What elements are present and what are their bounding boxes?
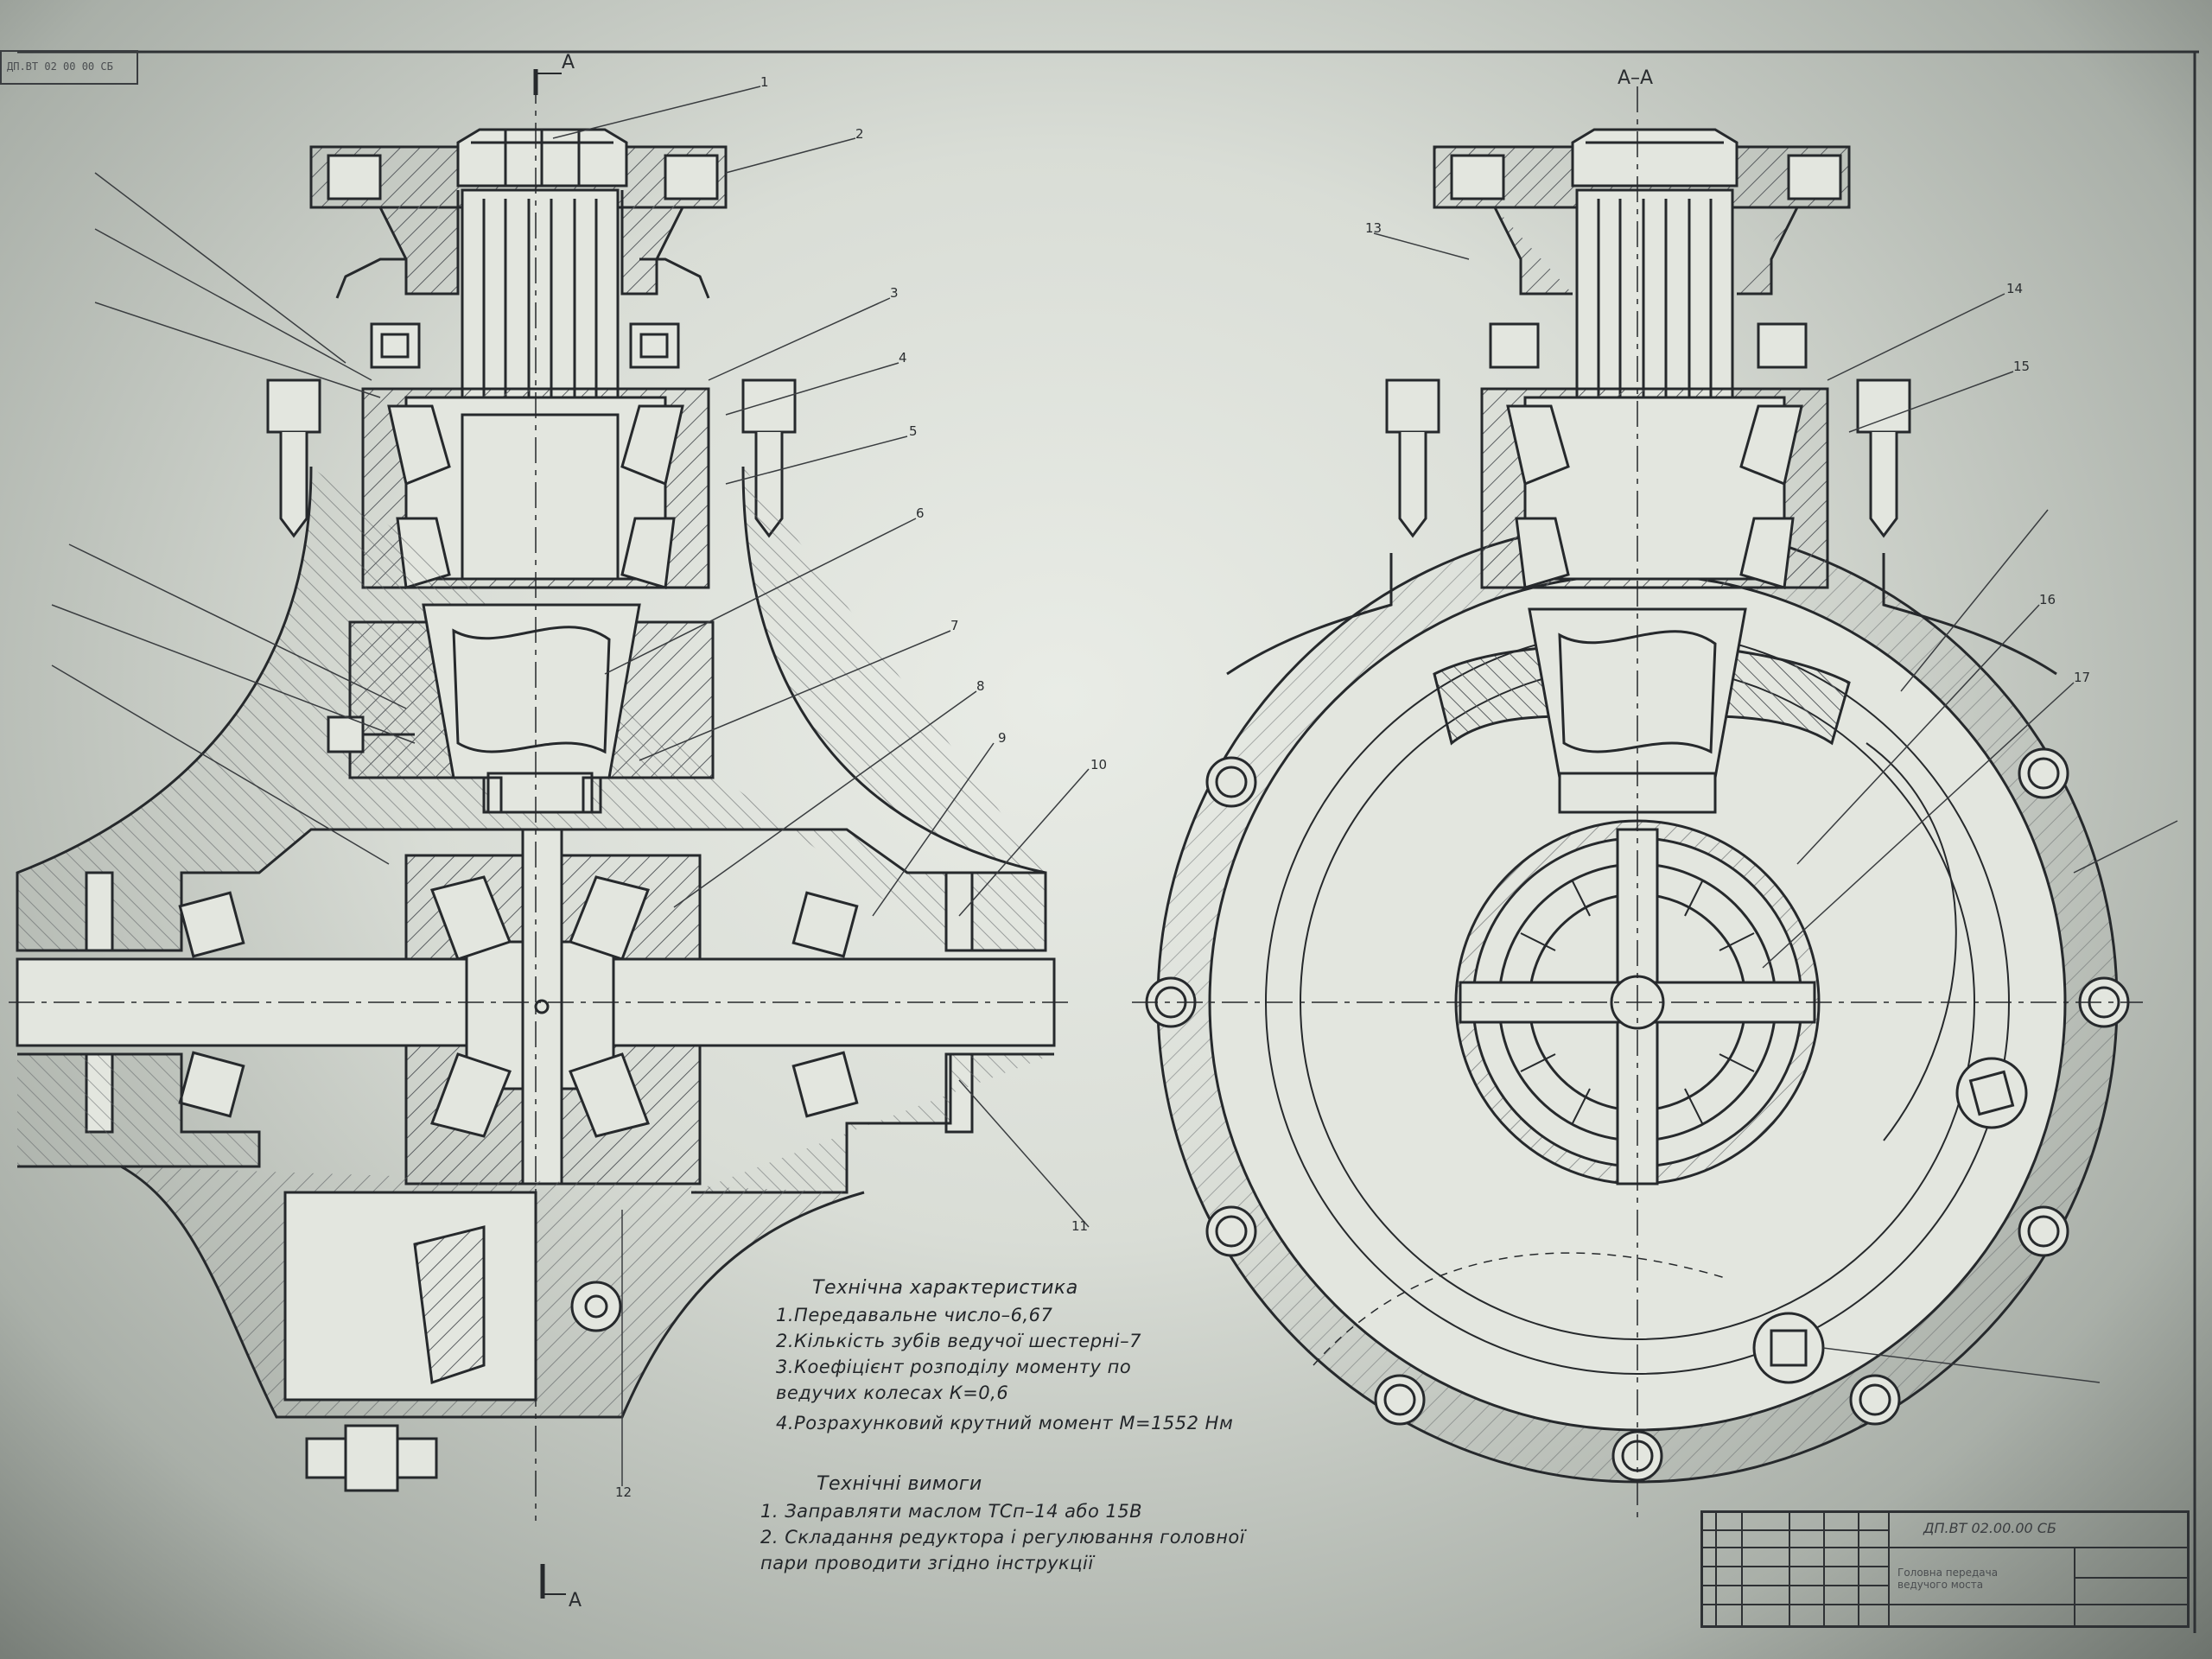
requirement-line-2: 2. Складання редуктора і регулювання гол… [760,1527,1246,1548]
flange-bolt-holes [1145,747,2130,1482]
callout-10: 10 [1090,757,1108,772]
spec-line-3: 3.Коефіцієнт розподілу моменту по [776,1357,1132,1377]
callout-11: 11 [1071,1218,1089,1234]
callout-6: 6 [916,505,925,521]
callout-16: 16 [2039,592,2056,607]
requirement-line-3: пари проводити згідно інструкції [760,1553,1094,1573]
cross-pin [521,828,563,1185]
callout-1: 1 [760,74,769,90]
title-block-grid [1703,1513,2187,1625]
callout-5: 5 [909,423,918,439]
title-block: ДП.ВТ 02.00.00 СБ Головна передача ведуч… [1700,1510,2190,1628]
title-block-code: ДП.ВТ 02.00.00 СБ [1923,1520,2056,1536]
section-mark-top: A [562,52,575,73]
spec-line-2: 2.Кількість зубів ведучої шестерні–7 [776,1331,1141,1351]
requirement-line-1: 1. Заправляти маслом ТСп–14 або 15В [760,1501,1143,1522]
left-section-view [9,69,1071,1599]
right-view-a-a [1132,86,2143,1521]
callout-14: 14 [2006,281,2024,296]
callout-7: 7 [950,618,959,633]
section-mark-bottom: A [569,1590,582,1611]
callout-8: 8 [976,678,985,694]
spec-line-5: 4.Розрахунковий крутний момент М=1552 Нм [776,1413,1234,1433]
callout-13: 13 [1365,220,1382,236]
view-title: A–A [1618,67,1654,89]
specs-heading: Технічна характеристика [812,1277,1078,1299]
drain-plug [570,1281,622,1332]
title-block-name: Головна передача ведучого моста [1897,1567,1999,1591]
spec-line-1: 1.Передавальне число–6,67 [776,1305,1053,1325]
callout-12: 12 [615,1484,632,1500]
sheet-frame [17,50,2199,1633]
leader-lines-left [51,86,1090,1486]
leader-lines-right [1373,232,2178,1383]
callout-17: 17 [2074,670,2091,685]
callout-4: 4 [899,350,907,365]
callout-15: 15 [2013,359,2031,374]
corner-stamp: ДП.ВТ 02 00 00 СБ [0,50,138,85]
requirements-heading: Технічні вимоги [817,1473,982,1495]
pinion-shaft [461,188,620,416]
callout-2: 2 [855,126,864,142]
callout-3: 3 [890,285,899,301]
filler-plug [1955,1057,2028,1129]
spec-line-4: ведучих колесах К=0,6 [776,1382,1009,1403]
callout-9: 9 [998,730,1007,746]
